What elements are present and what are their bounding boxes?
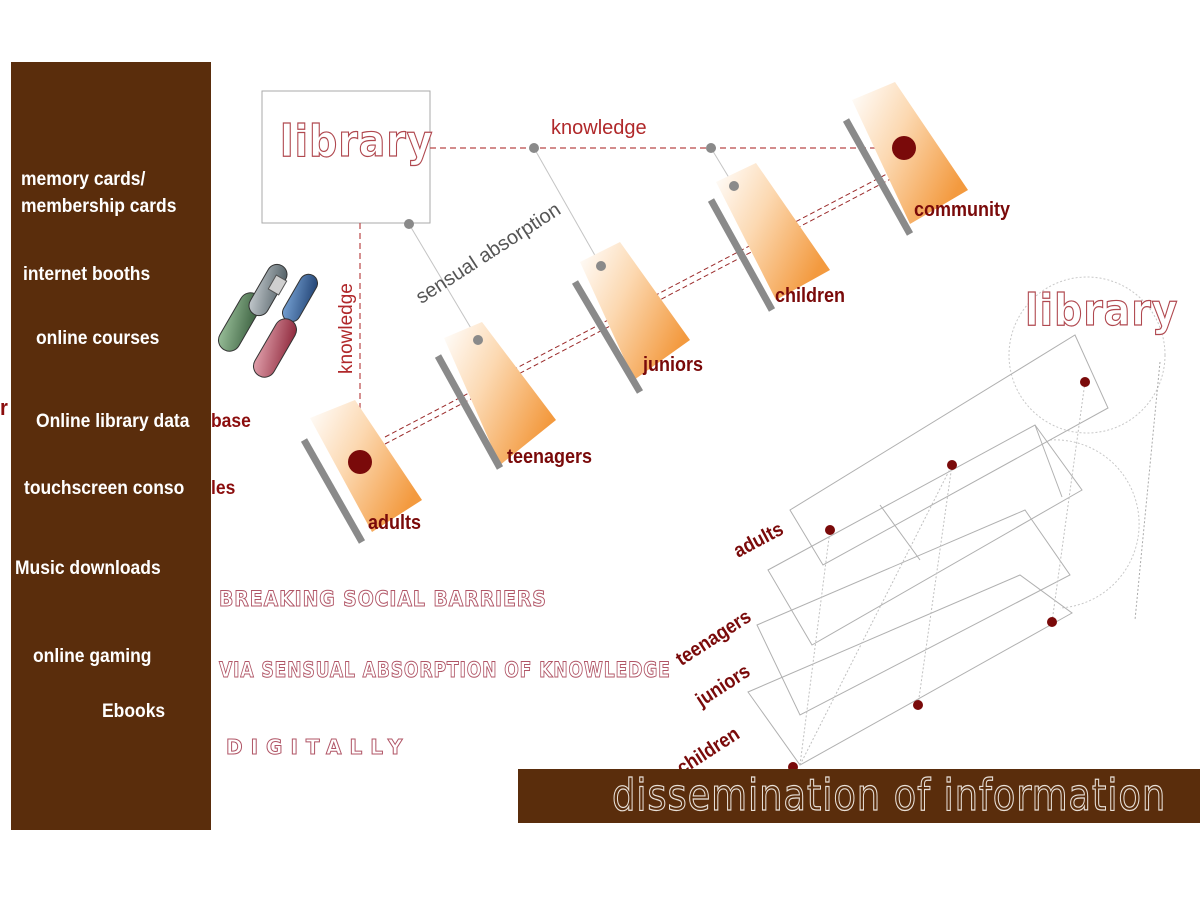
slogan-breaking-barriers: BREAKING SOCIAL BARRIERS bbox=[219, 587, 547, 612]
connector-dots bbox=[404, 143, 739, 345]
connector-lines bbox=[408, 147, 735, 341]
footer-title: dissemination of information bbox=[611, 769, 1167, 821]
stage-label-children: children bbox=[775, 285, 846, 307]
sidebar-item-online-library-database: Online library data bbox=[36, 411, 190, 432]
adults-node bbox=[348, 450, 372, 474]
sidebar-item-ebooks: Ebooks bbox=[102, 701, 166, 722]
library-box-title: library bbox=[279, 115, 434, 167]
stack-title: library bbox=[1024, 284, 1179, 336]
slogan-digitally: DIGITALLY bbox=[225, 735, 411, 760]
sidebar-item-memory-cards: memory cards/ bbox=[21, 169, 146, 190]
stage-card-juniors bbox=[571, 242, 690, 394]
sidebar-item-online-gaming: online gaming bbox=[33, 646, 152, 667]
slogan-sensual-absorption: VIA SENSUAL ABSORPTION OF KNOWLEDGE bbox=[219, 658, 671, 683]
edge-letter: r bbox=[0, 395, 8, 420]
layer-stack bbox=[747, 276, 1166, 766]
sidebar-item-internet-booths: internet booths bbox=[23, 264, 151, 285]
sidebar-item-music-downloads: Music downloads bbox=[15, 558, 161, 579]
knowledge-vertical-label: knowledge bbox=[336, 283, 357, 374]
sidebar bbox=[11, 62, 211, 830]
layer-dots bbox=[788, 377, 1090, 772]
stage-card-teenagers bbox=[434, 322, 556, 470]
sidebar-item-touchscreen-consoles: touchscreen conso bbox=[24, 478, 185, 499]
sidebar-item-consoles-overflow: les bbox=[211, 478, 236, 499]
sidebar-item-membership-cards: membership cards bbox=[21, 196, 177, 217]
stage-label-juniors: juniors bbox=[643, 354, 704, 376]
sidebar-item-online-courses: online courses bbox=[36, 328, 160, 349]
usb-drives-icon bbox=[218, 263, 318, 378]
footer-bar bbox=[518, 769, 1200, 823]
stage-card-children bbox=[707, 163, 830, 312]
library-box bbox=[261, 90, 431, 224]
stage-label-community: community bbox=[914, 199, 1011, 221]
stage-label-adults: adults bbox=[368, 512, 422, 534]
community-node bbox=[892, 136, 916, 160]
sidebar-item-database-overflow: base bbox=[211, 411, 251, 432]
knowledge-label: knowledge bbox=[551, 117, 647, 139]
stage-label-teenagers: teenagers bbox=[507, 446, 593, 468]
